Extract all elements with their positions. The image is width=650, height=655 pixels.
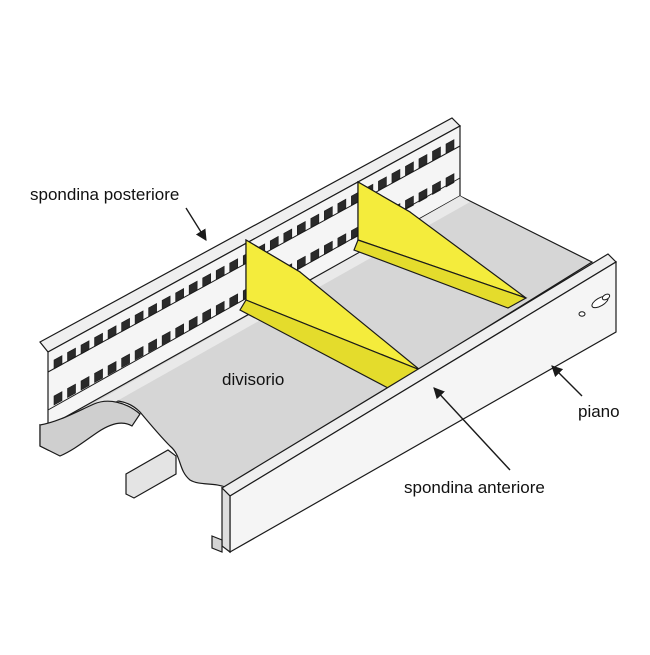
arrow-icon <box>433 387 511 471</box>
front-wall-slot <box>601 293 611 301</box>
front-side-wall <box>211 253 617 554</box>
divider-rear <box>353 180 528 309</box>
wall-slot <box>148 338 157 353</box>
wall-slot <box>405 161 414 176</box>
arrow-icon <box>551 365 583 397</box>
label-front-side: spondina anteriore <box>404 478 545 497</box>
wall-slot <box>94 368 103 383</box>
rail-stub <box>125 449 177 499</box>
wall-slot <box>418 153 428 169</box>
wall-slot <box>445 173 455 188</box>
wall-slot <box>418 188 428 203</box>
wall-slot <box>134 345 144 361</box>
label-rear-side: spondina posteriore <box>30 185 179 204</box>
front-wall-inner <box>221 486 231 554</box>
arrow-icon <box>185 207 207 241</box>
wall-slot <box>405 195 414 211</box>
wall-slot <box>432 146 441 161</box>
wall-slot <box>445 139 455 154</box>
wall-slot <box>67 383 76 398</box>
front-wall-hole <box>578 311 586 317</box>
front-wall-bottom-lip <box>211 535 223 553</box>
divider-front <box>239 238 422 389</box>
wall-slot <box>80 376 90 391</box>
divider-rear-foot <box>353 239 528 309</box>
wall-slot <box>161 330 171 346</box>
wall-slot <box>121 353 130 368</box>
wall-slot <box>175 323 184 338</box>
label-base: piano <box>578 402 620 421</box>
cut-away-edge <box>39 400 177 499</box>
wall-slot <box>432 180 441 196</box>
wall-slot <box>53 391 63 406</box>
label-divider: divisorio <box>222 370 284 389</box>
wall-slot <box>107 361 117 376</box>
